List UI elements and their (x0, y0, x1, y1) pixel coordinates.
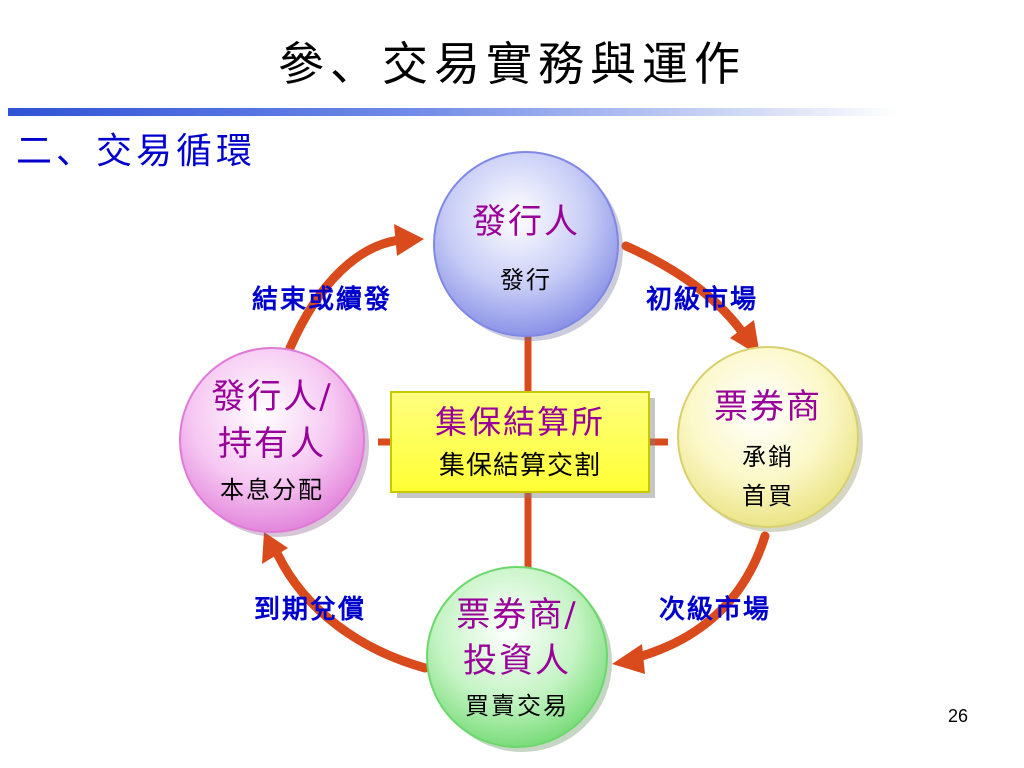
node-holder-title-2: 持有人 (218, 424, 326, 464)
page-number: 26 (947, 706, 968, 726)
center-sub: 集保結算交割 (439, 451, 601, 481)
node-holder-sub: 本息分配 (220, 476, 324, 504)
arrow-top-to-right (621, 241, 750, 341)
node-investor-title-1: 票券商/ (456, 595, 577, 635)
node-dealer: 票券商 承銷 首買 (677, 346, 863, 532)
slide-subtitle: 二、交易循環 (16, 131, 257, 172)
edge-label-top-right: 初級市場 (646, 284, 758, 315)
node-clearing-house: 集保結算所 集保結算交割 (390, 391, 655, 498)
arrowhead-top-to-right (730, 320, 760, 356)
node-dealer-sub-1: 承銷 (742, 443, 794, 471)
node-issuer-sub: 發行 (500, 266, 552, 294)
arrow-bottom-to-left (273, 550, 430, 673)
connectors (378, 334, 668, 568)
title-underline (8, 108, 898, 116)
node-dealer-sub-2: 首買 (742, 482, 794, 510)
arrowheads (262, 224, 760, 674)
node-investor: 票券商/ 投資人 買賣交易 (426, 566, 612, 752)
arrow-left-to-top (285, 235, 405, 353)
arrow-right-to-bottom (630, 531, 770, 663)
arrowhead-left-to-top (394, 224, 424, 256)
arrowhead-bottom-to-left (262, 532, 288, 564)
node-issuer: 發行人 發行 (433, 151, 623, 341)
cycle-arrows (273, 235, 770, 673)
node-investor-title-2: 投資人 (463, 641, 571, 681)
node-holder: 發行人/ 持有人 本息分配 (179, 347, 369, 537)
arrowhead-right-to-bottom (612, 644, 645, 674)
node-issuer-title: 發行人 (472, 202, 580, 242)
edge-label-bottom-left: 到期兌償 (254, 595, 366, 625)
node-investor-sub: 買賣交易 (465, 692, 569, 720)
slide-title: 參、交易實務與運作 (278, 37, 746, 91)
edge-label-right-bottom: 次級市場 (659, 594, 771, 625)
node-dealer-title: 票券商 (714, 387, 822, 427)
edge-label-left-top: 結束或續發 (252, 284, 392, 315)
center-title: 集保結算所 (435, 403, 605, 441)
node-holder-title-1: 發行人/ (211, 377, 332, 417)
